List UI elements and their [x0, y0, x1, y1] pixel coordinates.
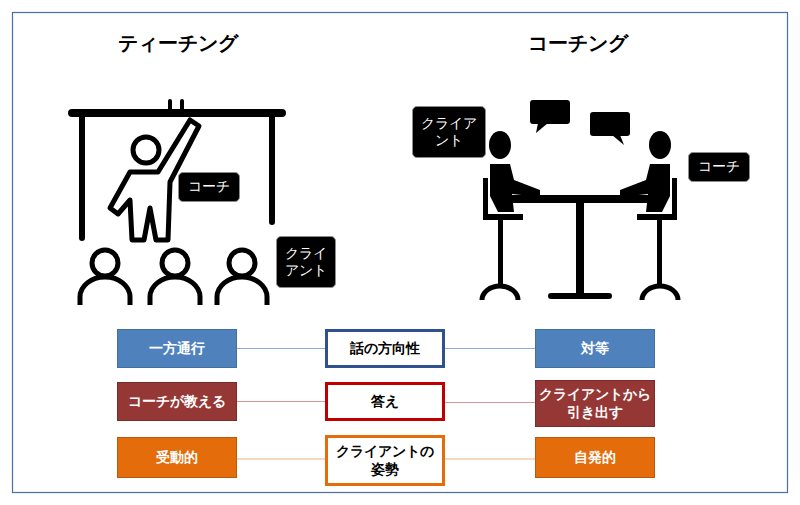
box-text: クライ アント: [281, 245, 331, 280]
section-title: コーチング: [468, 30, 688, 57]
coaching-box: 対等: [535, 329, 655, 368]
table: [512, 195, 648, 299]
role-tag: コーチ: [178, 172, 240, 202]
coaching-box: 自発的: [535, 437, 655, 478]
person-in-chair: [482, 131, 540, 300]
coaching-box: クライアントから 引き出す: [535, 380, 655, 427]
frame: [13, 13, 788, 493]
box-text: 受動的: [156, 449, 198, 467]
aspect-box: 話の方向性: [325, 329, 445, 368]
box-text: 自発的: [574, 449, 616, 467]
teaching-box: コーチが教える: [117, 382, 237, 421]
box-text: コーチ: [698, 158, 740, 176]
connector-line: [237, 348, 325, 349]
role-tag: コーチ: [688, 152, 750, 182]
box-text: クライアントの 姿勢: [332, 443, 438, 478]
section-title: ティーチング: [68, 30, 288, 57]
role-tag: クライ アント: [276, 236, 336, 288]
box-text: 対等: [581, 340, 609, 358]
teaching-box: 一方通行: [117, 329, 237, 368]
connector-line: [445, 348, 535, 349]
box-text: クライアントから 引き出す: [539, 386, 651, 421]
role-tag: クライア ント: [412, 106, 486, 158]
connector-line: [237, 458, 325, 459]
connector-line: [237, 401, 325, 402]
aspect-box: クライアントの 姿勢: [325, 435, 445, 486]
connector-line: [445, 458, 535, 459]
speech-bubbles: [530, 100, 630, 145]
person-in-chair: [620, 131, 678, 300]
teaching-box: 受動的: [117, 437, 237, 478]
box-text: クライア ント: [417, 115, 481, 150]
box-text: 話の方向性: [350, 340, 420, 358]
connector-line: [445, 402, 535, 403]
box-text: コーチ: [188, 178, 230, 196]
box-text: コーチが教える: [128, 393, 226, 411]
box-text: 一方通行: [149, 340, 205, 358]
student-figures: [80, 250, 267, 305]
aspect-box: 答え: [325, 382, 445, 421]
box-text: 答え: [371, 393, 399, 411]
